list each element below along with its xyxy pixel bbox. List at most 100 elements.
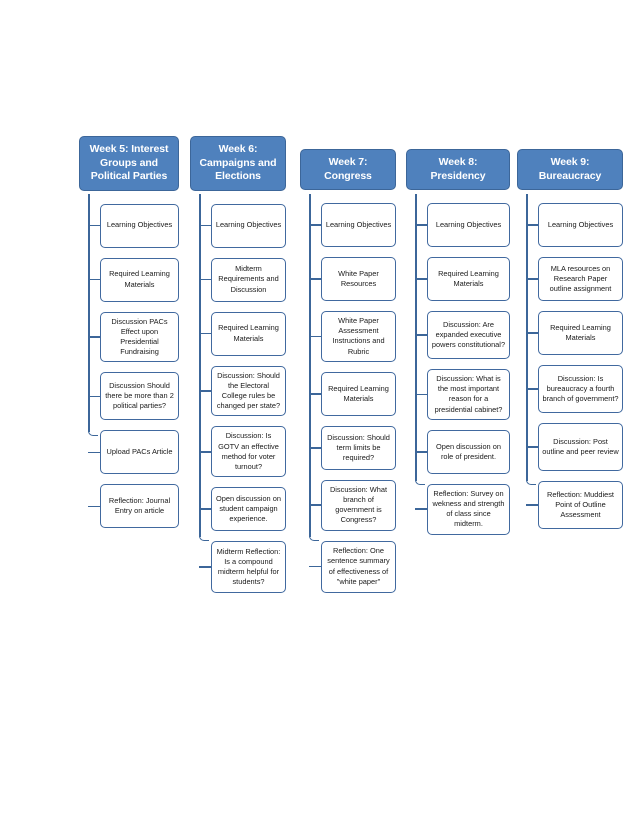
node-box[interactable]: Discussion PACs Effect upon Presidential… [100,311,179,363]
node-box[interactable]: Discussion: Should the Electoral College… [211,365,286,417]
node-row: Discussion Should there be more than 2 p… [79,372,179,421]
node-box[interactable]: Required Learning Materials [100,257,179,302]
node-label: Discussion PACs Effect upon Presidential… [111,316,168,357]
node-row: Discussion: Should term limits be requir… [300,425,396,470]
node-label: MLA resources on Research Paper outline … [549,263,612,294]
node-label: Discussion: Should term limits be requir… [327,432,390,462]
connector-trunk [526,194,528,481]
node-row: Discussion: Is bureaucracy a fourth bran… [517,365,623,413]
node-row: Learning Objectives [79,203,179,248]
connector-stub [415,451,428,453]
node-label: Required Learning Materials [109,269,170,289]
node-box[interactable]: Learning Objectives [211,203,286,248]
node-box[interactable]: Discussion: What branch of government is… [321,479,396,531]
node-box[interactable]: Discussion: What is the most important r… [427,369,510,420]
week-header-line: Week 9: [550,156,590,168]
connector-trunk-foot [526,475,536,485]
node-label: Discussion: Is bureaucracy a fourth bran… [542,373,619,404]
node-row: Discussion: Post outline and peer review [517,423,623,471]
node-box[interactable]: Discussion: Are expanded executive power… [427,311,510,359]
node-label: Discussion: What is the most important r… [434,374,503,414]
node-box[interactable]: Reflection: Journal Entry on article [100,484,179,529]
node-box[interactable]: Discussion: Should term limits be requir… [321,425,396,470]
node-list: Learning Objectives Midterm Requirements… [190,203,286,594]
connector-stub [526,224,539,226]
node-label: Open discussion on role of president. [436,441,501,461]
week-header-5[interactable]: Week 9: Bureaucracy [517,149,623,190]
node-label: Learning Objectives [547,219,614,229]
node-box[interactable]: Required Learning Materials [211,311,286,356]
connector-stub [88,278,101,281]
node-box[interactable]: White Paper Assessment Instructions and … [321,311,396,362]
week-header-1[interactable]: Week 5: Interest Groups and Political Pa… [79,136,179,191]
week-header-2[interactable]: Week 6: Campaigns and Elections [190,136,286,191]
node-label: Learning Objectives [435,219,502,229]
node-box[interactable]: Midterm Reflection: Is a compound midter… [211,541,286,594]
node-list: Learning Objectives Required Learning Ma… [79,203,179,529]
node-label: Required Learning Materials [328,383,389,403]
node-box[interactable]: Reflection: Muddiest Point of Outline As… [538,481,623,529]
node-row: Required Learning Materials [406,257,510,301]
node-box[interactable]: MLA resources on Research Paper outline … [538,257,623,301]
node-box[interactable]: Required Learning Materials [427,257,510,301]
node-row: Open discussion on student campaign expe… [190,487,286,532]
node-box[interactable]: Learning Objectives [321,203,396,247]
node-box[interactable]: Discussion: Is GOTV an effective method … [211,426,286,478]
node-box[interactable]: White Paper Resources [321,257,396,301]
node-box[interactable]: Reflection: Survey on wekness and streng… [427,483,510,535]
week-header-line: Week 5: Interest [89,143,169,155]
connector-stub [526,446,539,448]
node-row: Reflection: One sentence summary of effe… [300,540,396,593]
connector-trunk [88,194,90,432]
connector-trunk [415,194,417,481]
connector-stub [199,332,212,335]
connector-stub [309,447,322,449]
connector-stub [309,224,322,226]
node-row: Reflection: Survey on wekness and streng… [406,483,510,535]
node-label: Reflection: Survey on wekness and streng… [432,488,505,529]
connector-stub [199,508,212,510]
node-row: Midterm Reflection: Is a compound midter… [190,541,286,594]
connector-trunk-foot [309,531,319,541]
connector-stub [415,508,428,511]
week-column-4: Week 8: Presidency Learning Objectives R… [406,136,510,535]
connector-stub [526,278,539,280]
connector-trunk-foot [199,531,209,541]
node-row: MLA resources on Research Paper outline … [517,257,623,301]
connector-stub [309,278,322,280]
connector-stub [415,224,428,226]
node-box[interactable]: Reflection: One sentence summary of effe… [321,540,396,593]
week-header-4[interactable]: Week 8: Presidency [406,149,510,190]
week-header-line: Congress [324,169,372,182]
node-row: Discussion: Should the Electoral College… [190,365,286,417]
node-row: Learning Objectives [406,203,510,247]
node-box[interactable]: Learning Objectives [538,203,623,247]
node-label: White Paper Assessment Instructions and … [332,316,385,356]
node-box[interactable]: Discussion: Is bureaucracy a fourth bran… [538,365,623,413]
week-header-line: Groups and [100,156,158,169]
node-box[interactable]: Learning Objectives [427,203,510,247]
connector-stub [415,393,428,396]
node-label: Midterm Reflection: Is a compound midter… [216,546,281,587]
week-column-3: Week 7: Congress Learning Objectives Whi… [300,136,396,593]
node-row: Discussion: Are expanded executive power… [406,311,510,359]
week-header-line: Week 6: [218,143,258,155]
connector-stub [415,278,428,280]
node-box[interactable]: Open discussion on role of president. [427,429,510,474]
node-box[interactable]: Midterm Requirements and Discussion [211,257,286,302]
node-box[interactable]: Discussion: Post outline and peer review [538,423,623,471]
node-label: Learning Objectives [106,220,173,230]
node-box[interactable]: Learning Objectives [100,203,179,248]
node-box[interactable]: Required Learning Materials [321,371,396,416]
node-box[interactable]: Required Learning Materials [538,311,623,355]
node-list: Learning Objectives White Paper Resource… [300,203,396,593]
week-column-1: Week 5: Interest Groups and Political Pa… [79,136,179,529]
node-box[interactable]: Discussion Should there be more than 2 p… [100,372,179,421]
connector-trunk-foot [88,426,98,436]
node-box[interactable]: Open discussion on student campaign expe… [211,487,286,532]
week-header-3[interactable]: Week 7: Congress [300,149,396,190]
connector-stub [309,335,322,338]
node-box[interactable]: Upload PACs Article [100,430,179,475]
connector-stub [526,388,539,390]
